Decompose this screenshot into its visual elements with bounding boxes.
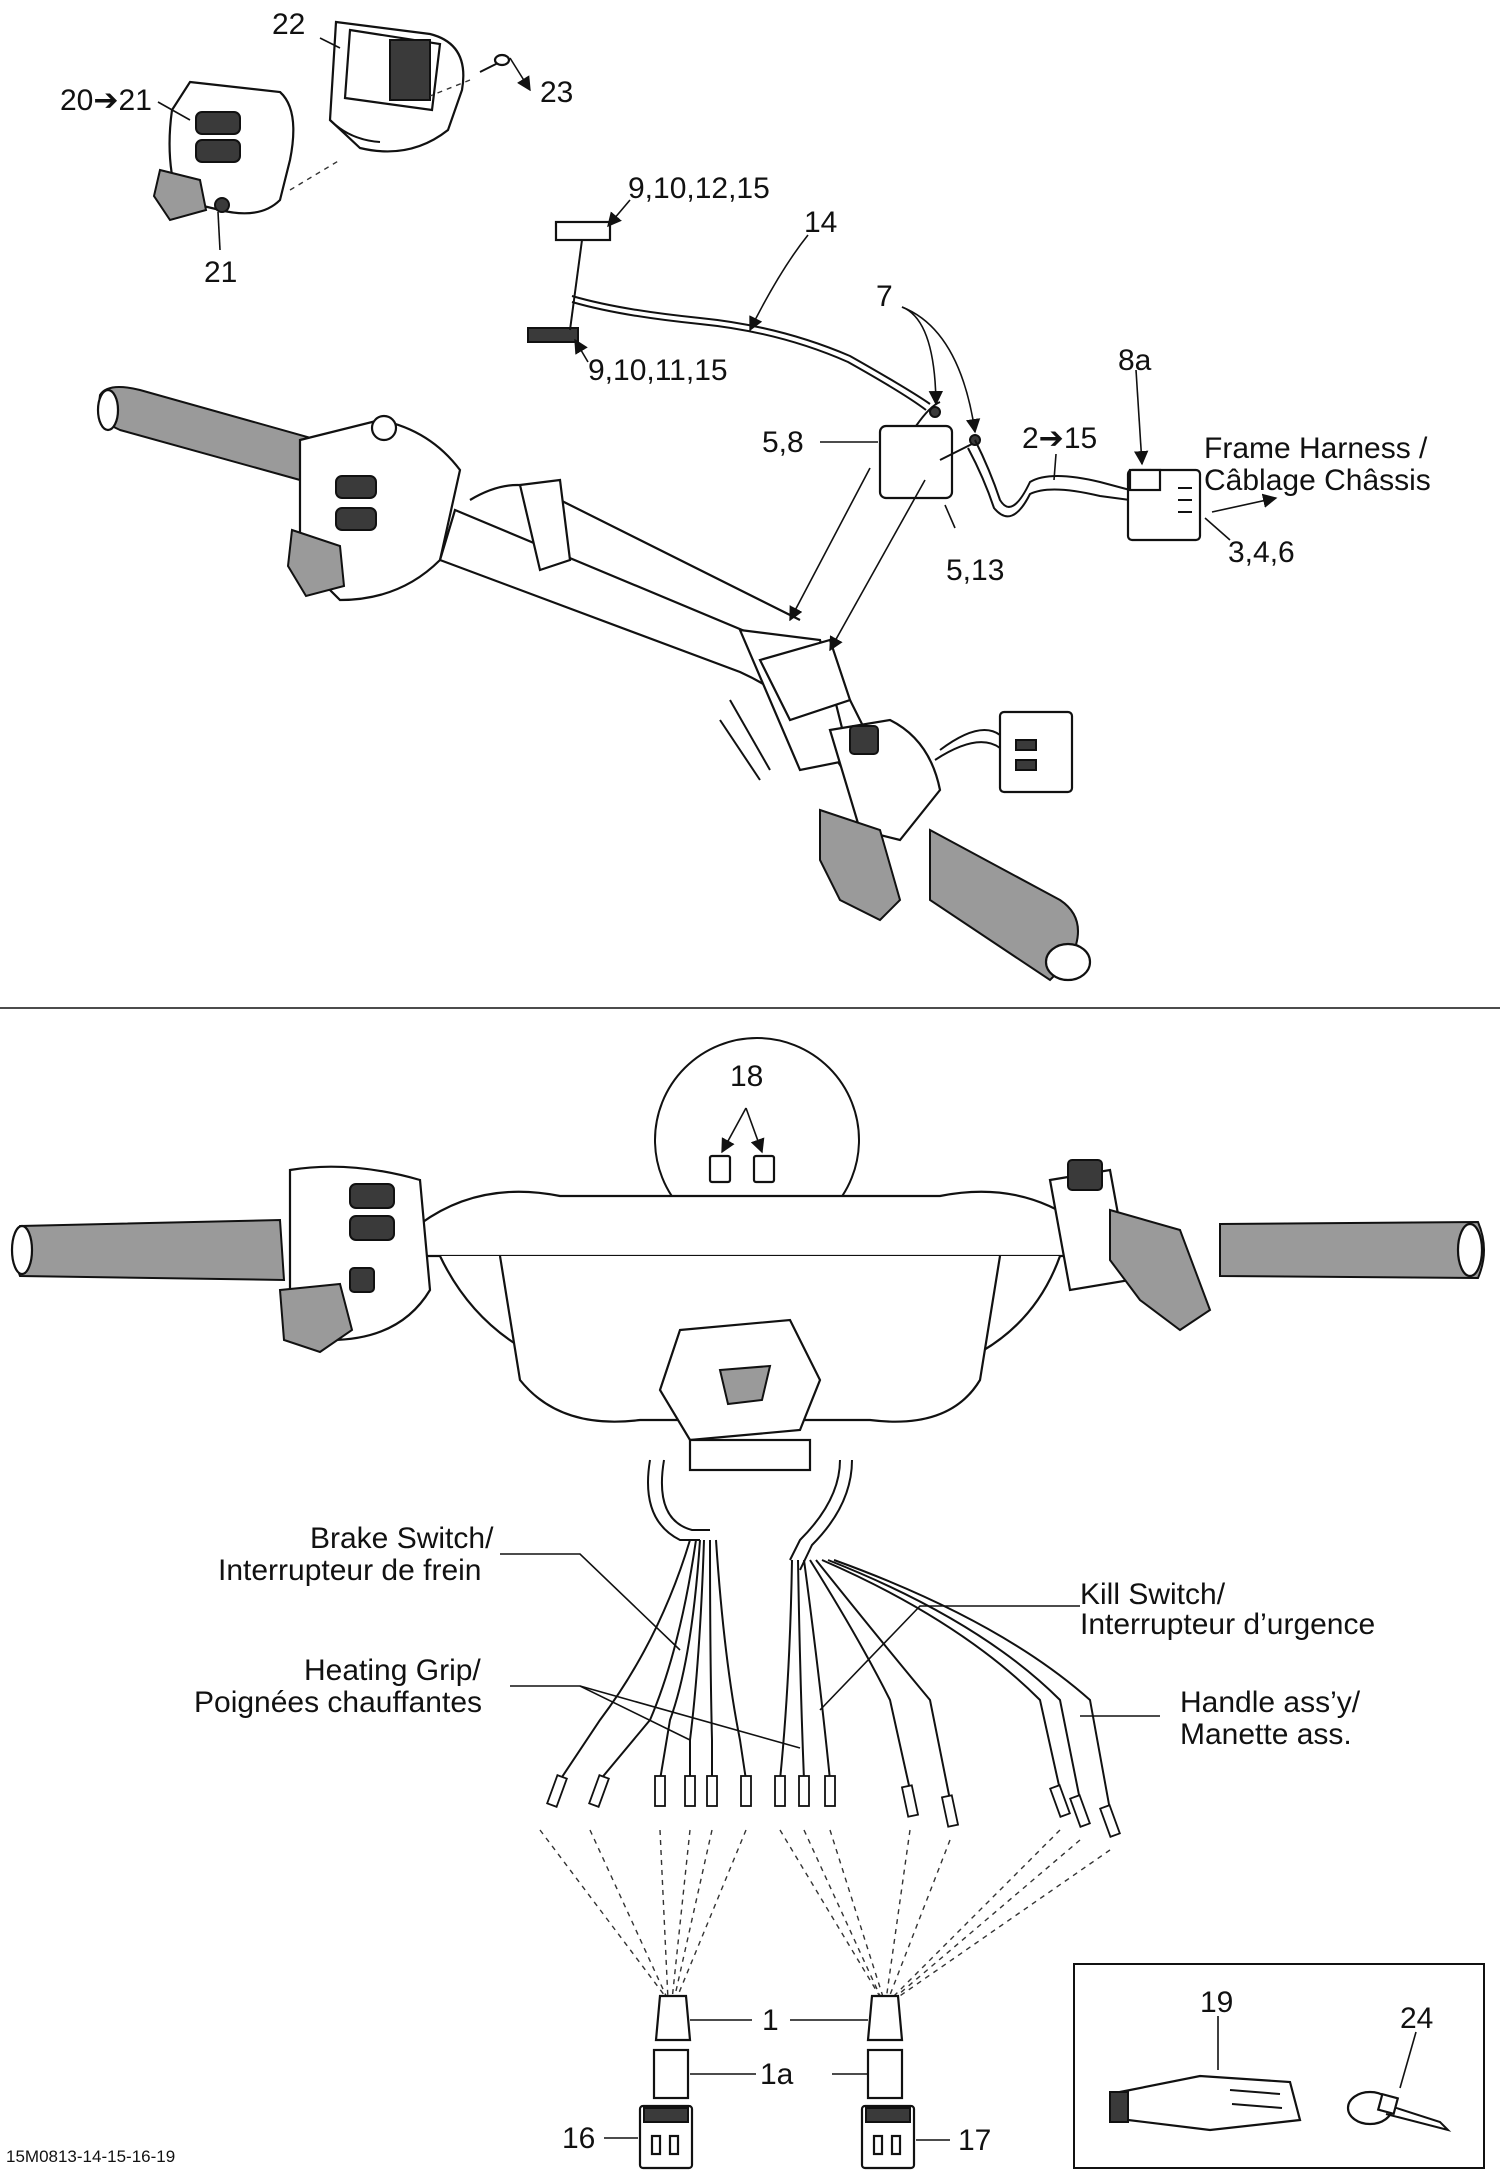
label-kill-switch-en: Kill Switch/	[1080, 1578, 1226, 1611]
label-brake-switch-fr: Interrupteur de frein	[218, 1554, 481, 1587]
callout-1a: 1a	[760, 2058, 794, 2091]
label-handle-assy-en: Handle ass’y/	[1180, 1686, 1361, 1719]
callout-7: 7	[876, 280, 893, 313]
callout-9-10-12-15: 9,10,12,15	[628, 172, 770, 205]
callout-22: 22	[272, 8, 305, 41]
handlebar-front	[10, 1159, 1485, 1571]
callout-18: 18	[730, 1060, 763, 1093]
handlebar-perspective	[96, 385, 1092, 982]
label-brake-switch-en: Brake Switch/	[310, 1522, 494, 1555]
wire-fanout	[539, 1539, 1121, 2001]
switch-assembly-20-21	[152, 80, 295, 222]
screw-23	[479, 53, 511, 73]
callout-9-10-11-15: 9,10,11,15	[588, 354, 728, 387]
callout-1: 1	[762, 2004, 779, 2037]
figure-id: 15M0813-14-15-16-19	[6, 2147, 175, 2166]
inset-box-19-24: 19 24	[1073, 1963, 1485, 2169]
handlebar-connector-5-8	[878, 401, 981, 500]
label-kill-switch-fr: Interrupteur d’urgence	[1080, 1608, 1375, 1641]
sub-harness-14	[527, 220, 931, 411]
detail-circle-18: 18	[654, 1037, 860, 1340]
callout-23: 23	[540, 76, 573, 109]
bottom-assembly: 18	[6, 1037, 1485, 2170]
callout-17: 17	[958, 2124, 991, 2157]
callout-3-4-6: 3,4,6	[1228, 536, 1295, 569]
label-handle-assy-fr: Manette ass.	[1180, 1718, 1352, 1751]
label-heating-grip-fr: Poignées chauffantes	[194, 1686, 482, 1719]
callout-16: 16	[562, 2122, 595, 2155]
label-frame-harness-fr: Câblage Châssis	[1204, 464, 1431, 497]
top-assembly: 22 20➔21 23 21 9,10,12,15 14 7 9,10,11,1…	[60, 8, 1431, 982]
callout-14: 14	[804, 206, 837, 239]
label-heating-grip-en: Heating Grip/	[304, 1654, 481, 1687]
sleeves-1-1a: 1 1a	[652, 1994, 904, 2100]
top-leaders	[157, 37, 1278, 652]
connectors-16-17: 16 17	[562, 2104, 991, 2170]
bottom-leaders	[500, 1553, 1160, 1749]
callout-8a: 8a	[1118, 344, 1152, 377]
label-frame-harness-en: Frame Harness /	[1204, 432, 1428, 465]
callout-2-15: 2➔15	[1022, 422, 1097, 455]
callout-5-8: 5,8	[762, 426, 804, 459]
callout-20-21: 20➔21	[60, 84, 152, 117]
callout-21: 21	[204, 256, 237, 289]
callout-5-13: 5,13	[946, 554, 1004, 587]
harness-2-15	[967, 439, 1202, 542]
callout-24: 24	[1400, 2002, 1433, 2035]
switch-housing-cover	[328, 20, 465, 153]
callout-19: 19	[1200, 1986, 1233, 2019]
